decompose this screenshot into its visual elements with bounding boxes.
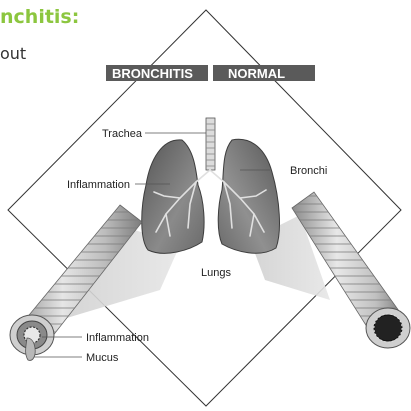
label-lungs: Lungs (201, 267, 231, 279)
normal-lumen (374, 315, 402, 341)
banner-left-label: BRONCHITIS (112, 66, 193, 81)
label-inflammation-top: Inflammation (67, 179, 130, 191)
label-mucus: Mucus (86, 352, 119, 364)
banner-right-label: NORMAL (228, 66, 285, 81)
label-bronchi: Bronchi (290, 165, 327, 177)
label-trachea: Trachea (102, 128, 143, 140)
label-inflammation-bottom: Inflammation (86, 332, 149, 344)
trachea (206, 118, 215, 170)
banner: BRONCHITIS NORMAL (106, 63, 315, 83)
